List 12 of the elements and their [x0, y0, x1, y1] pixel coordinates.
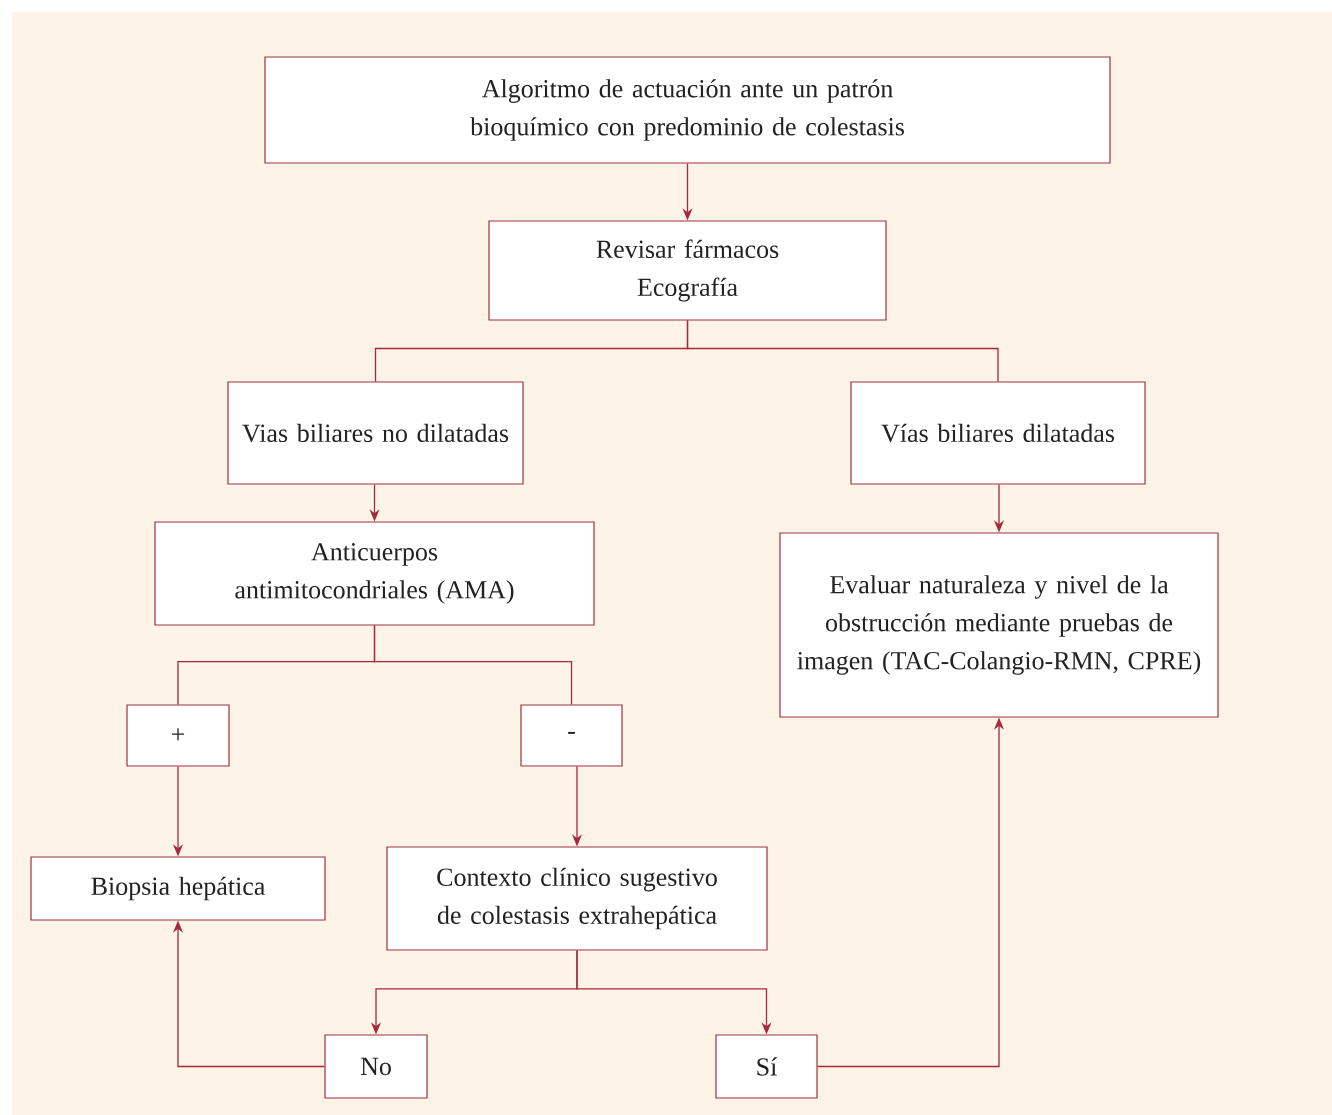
process-box: + — [126, 704, 230, 767]
process-box: Evaluar naturaleza y nivel de la obstrucción mediante pruebas de imagen (TAC-Colangio-RMN, CPRE) — [779, 532, 1219, 718]
process-box: Algoritmo de actuación ante un patrón bioquímico con predominio de colestasis — [264, 56, 1111, 164]
process-box: Revisar fármacos Ecografía — [488, 220, 887, 321]
process-box: Vias biliares no dilatadas — [227, 381, 524, 485]
process-box: Anticuerpos antimitocondriales (AMA) — [154, 521, 595, 626]
process-box: Sí — [715, 1034, 818, 1099]
process-box: Vías biliares dilatadas — [850, 381, 1146, 485]
process-box: - — [520, 704, 623, 767]
process-box: No — [324, 1034, 428, 1099]
process-box: Biopsia hepática — [30, 856, 326, 921]
process-box: Contexto clínico sugestivo de colestasis extrahepática — [386, 846, 768, 951]
